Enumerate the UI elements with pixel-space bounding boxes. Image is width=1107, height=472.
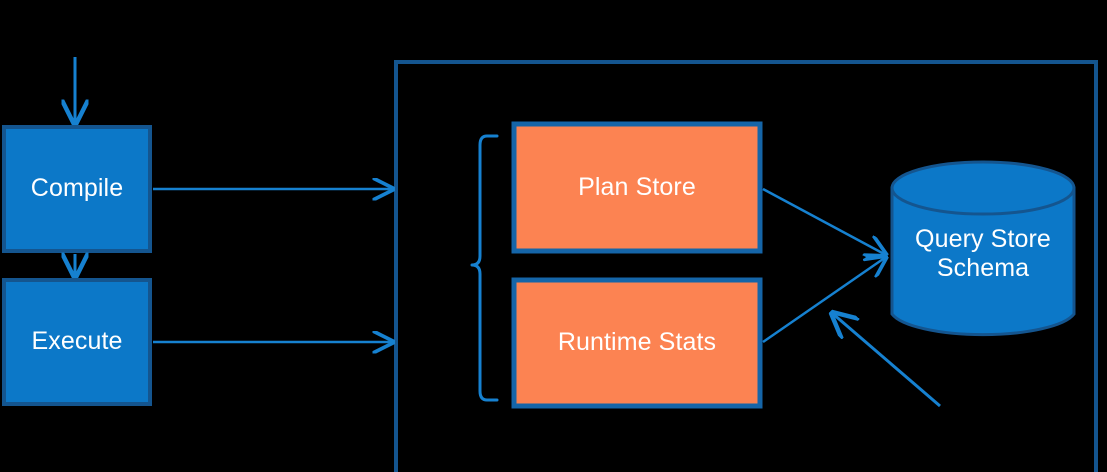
execute-box[interactable] bbox=[2, 278, 152, 406]
query-store-schema-cylinder[interactable] bbox=[890, 160, 1076, 337]
external-to-schema-arrow bbox=[832, 313, 941, 408]
planstore-to-schema-arrow bbox=[762, 187, 886, 255]
runtime-to-schema-arrow bbox=[762, 257, 886, 344]
grouping-brace bbox=[470, 134, 499, 402]
runtime-stats-box[interactable] bbox=[511, 277, 763, 409]
compile-box[interactable] bbox=[2, 125, 152, 253]
query-store-container bbox=[394, 60, 1098, 472]
plan-store-box[interactable] bbox=[511, 121, 763, 254]
